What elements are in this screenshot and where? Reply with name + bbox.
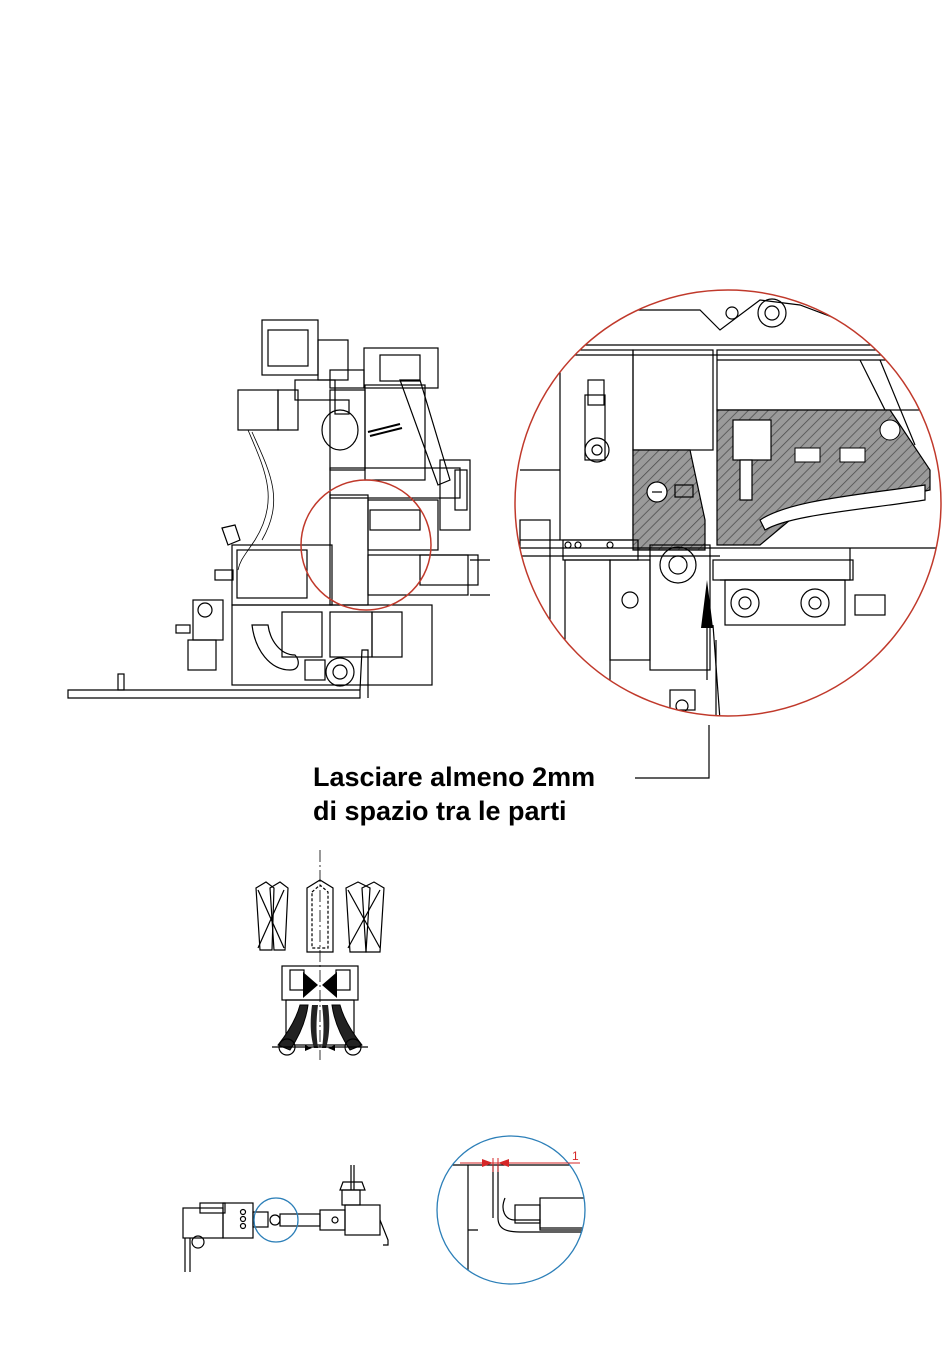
enlarged-detail-view [515, 290, 947, 720]
annotation-line-2: di spazio tra le parti [313, 794, 595, 828]
annotation-line-1: Lasciare almeno 2mm [313, 760, 595, 794]
side-view-detail-marker [254, 1198, 298, 1242]
side-view-drawing [183, 1165, 388, 1272]
annotation-leader-line [635, 725, 709, 778]
gap-instruction-annotation: Lasciare almeno 2mm di spazio tra le par… [313, 760, 595, 828]
machine-assembly-drawing [68, 320, 490, 698]
gap-detail-view: 1 [430, 1130, 590, 1290]
dimension-label: 1 [572, 1149, 579, 1163]
alignment-detail-drawing [256, 850, 384, 1060]
